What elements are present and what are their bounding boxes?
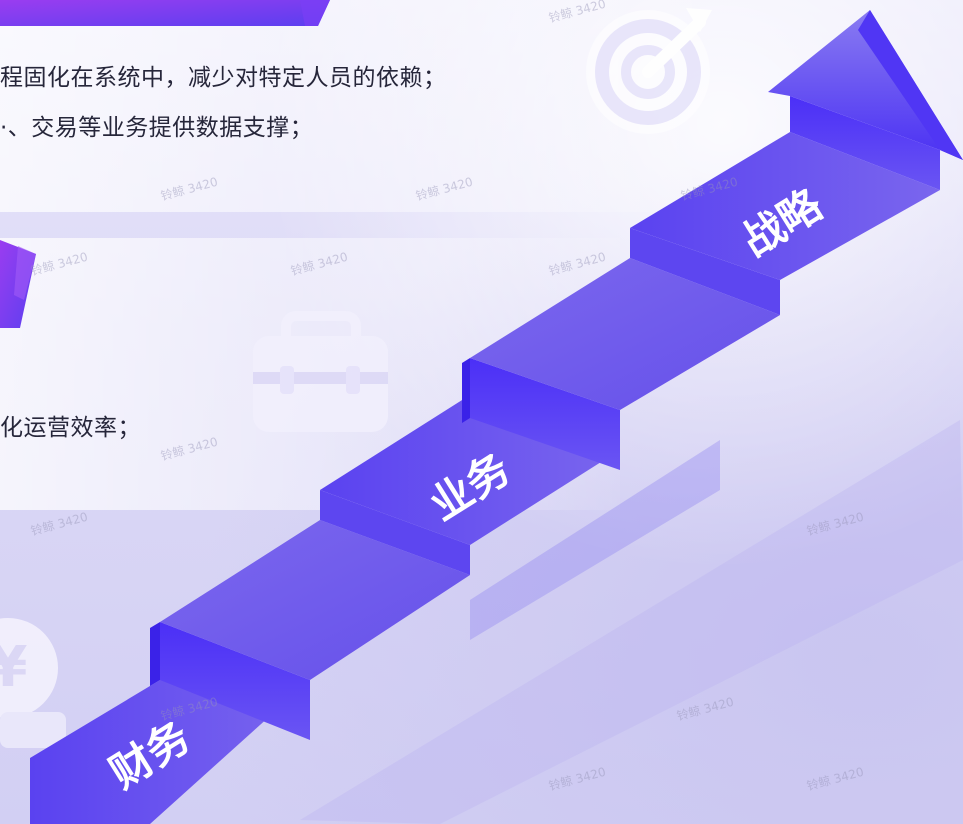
header-tab-middle [0, 240, 36, 328]
arrow-up-icon [768, 10, 963, 160]
content-line-2: ·、交易等业务提供数据支撑； [0, 115, 314, 141]
content-panel-top [0, 0, 700, 212]
header-tab-top [0, 0, 330, 26]
content-line-1: 程固化在系统中，减少对特定人员的依赖； [0, 65, 447, 91]
content-line-3: 化运营效率； [0, 415, 141, 441]
